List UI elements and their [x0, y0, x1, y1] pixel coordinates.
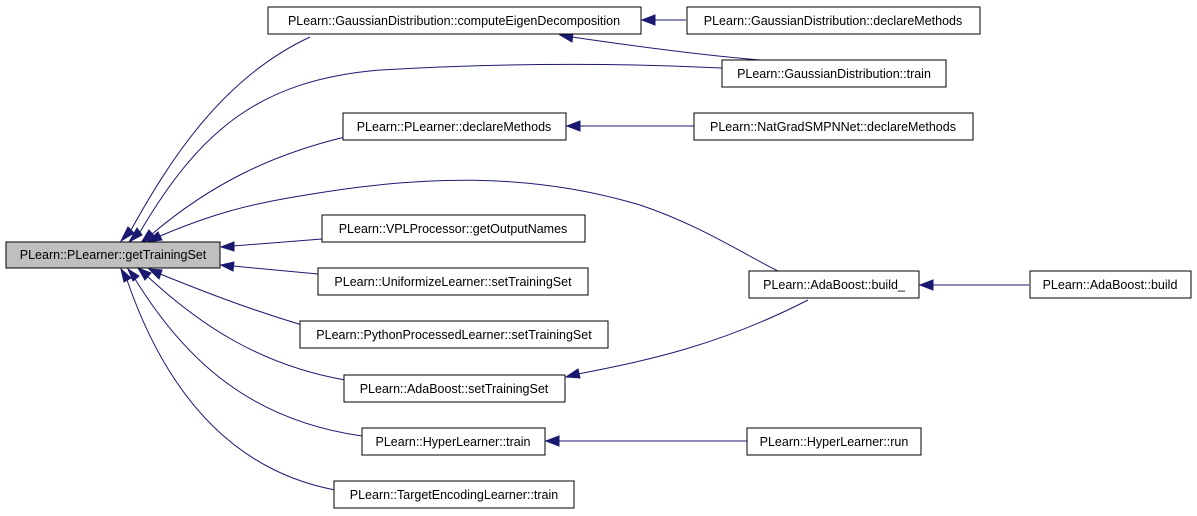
- node-vpl[interactable]: PLearn::VPLProcessor::getOutputNames: [321, 214, 586, 243]
- node-root[interactable]: PLearn::PLearner::getTrainingSet: [5, 241, 221, 269]
- arrowhead: [640, 14, 656, 26]
- node-uniformize[interactable]: PLearn::UniformizeLearner::setTrainingSe…: [317, 267, 589, 296]
- arrowhead: [145, 231, 163, 243]
- node-python[interactable]: PLearn::PythonProcessedLearner::setTrain…: [299, 320, 609, 349]
- arrowhead: [219, 261, 235, 272]
- arrowhead: [119, 226, 135, 243]
- arrowhead: [136, 267, 152, 281]
- node-gd-train-label: PLearn::GaussianDistribution::train: [737, 67, 931, 81]
- node-gd-compute-label: PLearn::GaussianDistribution::computeEig…: [288, 14, 620, 28]
- edge-ada-build-underscore-to-root: [159, 179, 781, 273]
- node-root-label: PLearn::PLearner::getTrainingSet: [20, 248, 207, 262]
- edges: [119, 14, 1029, 491]
- node-hyper-train-label: PLearn::HyperLearner::train: [376, 435, 531, 449]
- arrowhead: [139, 229, 156, 245]
- node-ada-set-label: PLearn::AdaBoost::setTrainingSet: [360, 382, 549, 396]
- node-gd-declare[interactable]: PLearn::GaussianDistribution::declareMet…: [686, 6, 981, 35]
- arrowhead: [147, 268, 163, 280]
- node-python-label: PLearn::PythonProcessedLearner::setTrain…: [316, 328, 592, 342]
- arrowhead: [126, 267, 140, 282]
- node-ada-set[interactable]: PLearn::AdaBoost::setTrainingSet: [343, 374, 566, 403]
- node-pl-declare[interactable]: PLearn::PLearner::declareMethods: [342, 112, 567, 141]
- edge-target-enc-to-root: [126, 279, 336, 491]
- arrowhead: [127, 227, 143, 244]
- node-gd-declare-label: PLearn::GaussianDistribution::declareMet…: [704, 14, 962, 28]
- node-pl-declare-label: PLearn::PLearner::declareMethods: [357, 120, 552, 134]
- edge-uniformize-to-root: [232, 265, 319, 275]
- node-ada-build-label: PLearn::AdaBoost::build: [1043, 278, 1178, 292]
- node-ada-build-underscore-label: PLearn::AdaBoost::build_: [763, 278, 906, 292]
- node-gd-train[interactable]: PLearn::GaussianDistribution::train: [721, 59, 947, 88]
- arrowhead: [564, 368, 581, 379]
- node-hyper-run-label: PLearn::HyperLearner::run: [760, 435, 909, 449]
- edge-ada-set-to-root: [146, 275, 346, 381]
- edge-hyper-train-to-root: [134, 278, 363, 437]
- edge-python-to-root: [159, 273, 303, 326]
- arrowhead: [120, 267, 132, 283]
- nodes: PLearn::PLearner::getTrainingSet PLearn:…: [5, 6, 1192, 509]
- arrowhead: [544, 435, 560, 447]
- edge-gd-train-to-root: [139, 64, 723, 233]
- node-hyper-run[interactable]: PLearn::HyperLearner::run: [746, 427, 922, 456]
- node-ng-declare-label: PLearn::NatGradSMPNNet::declareMethods: [710, 120, 956, 134]
- edge-gd-compute-to-root: [130, 36, 311, 231]
- edge-pl-declare-to-root: [151, 136, 346, 235]
- arrowhead: [565, 120, 581, 132]
- arrowhead: [219, 241, 235, 252]
- node-hyper-train[interactable]: PLearn::HyperLearner::train: [361, 427, 546, 456]
- node-ng-declare[interactable]: PLearn::NatGradSMPNNet::declareMethods: [693, 112, 974, 141]
- node-vpl-label: PLearn::VPLProcessor::getOutputNames: [339, 222, 568, 236]
- arrowhead: [918, 279, 934, 291]
- node-ada-build[interactable]: PLearn::AdaBoost::build: [1029, 270, 1192, 299]
- node-ada-build-underscore[interactable]: PLearn::AdaBoost::build_: [748, 270, 920, 299]
- node-target-enc[interactable]: PLearn::TargetEncodingLearner::train: [333, 480, 575, 509]
- edge-ada-build-underscore-to-ada-set: [577, 299, 809, 375]
- node-target-enc-label: PLearn::TargetEncodingLearner::train: [350, 488, 559, 502]
- node-gd-compute[interactable]: PLearn::GaussianDistribution::computeEig…: [267, 6, 642, 35]
- edge-vpl-to-root: [232, 238, 323, 247]
- node-uniformize-label: PLearn::UniformizeLearner::setTrainingSe…: [334, 275, 572, 289]
- edge-gd-train-to-gd-compute: [571, 36, 761, 61]
